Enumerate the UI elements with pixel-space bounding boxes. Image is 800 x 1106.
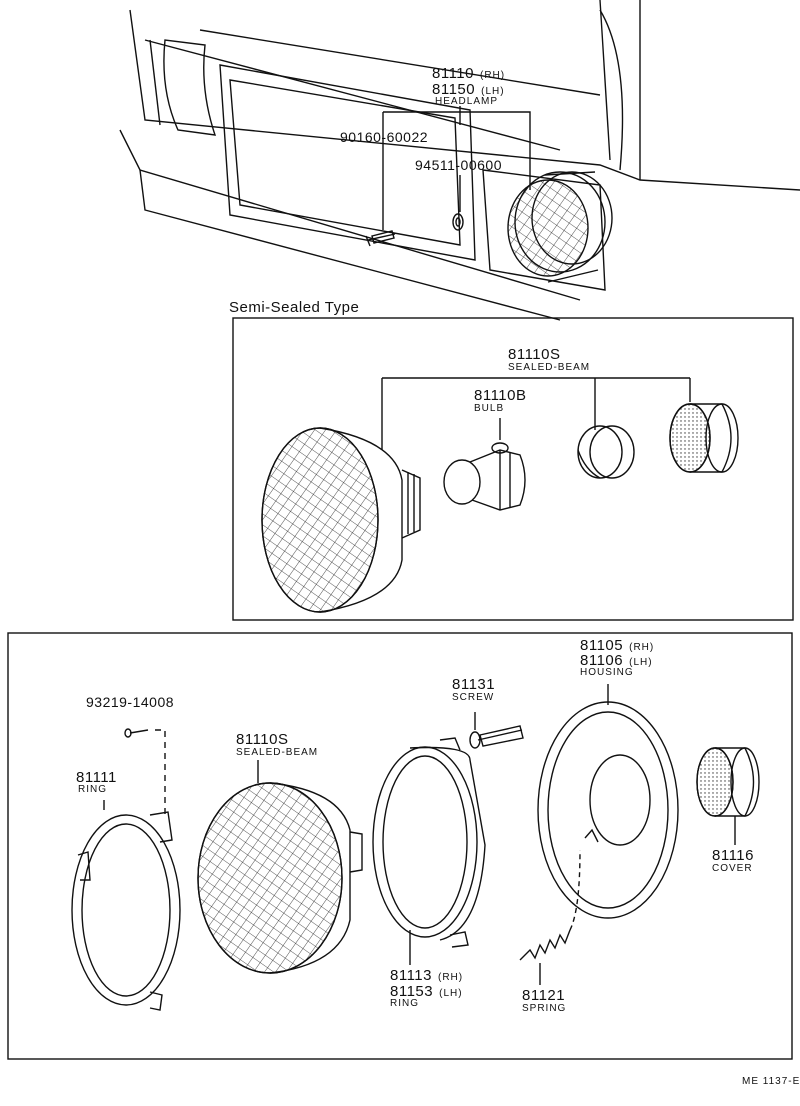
figure-code: ME 1137-E [742, 1076, 800, 1087]
mount-ring-lh-pn: 81153 [390, 983, 434, 1000]
headlamp-assembly [507, 171, 613, 283]
mount-ring-rh-side: (RH) [438, 972, 464, 983]
housing-name: HOUSING [580, 667, 634, 678]
exploded-view-box [7, 632, 793, 1060]
housing-lh-label: 81106 (LH) [580, 653, 653, 669]
nut-94511 [452, 213, 464, 231]
nut-pn: 94511-00600 [415, 157, 502, 173]
headlamp-lh-side: (LH) [481, 86, 505, 97]
headlamp-rh-pn: 81110 [432, 65, 474, 82]
bulb-cap [669, 403, 739, 473]
cover-name: COVER [712, 863, 753, 874]
exploded-sealed-beam-pn: 81110S [236, 731, 289, 748]
housing-lh-side: (LH) [629, 657, 653, 668]
semi-sealed-beam-pn: 81110S [508, 346, 561, 363]
semi-sealed-box [232, 317, 794, 621]
housing-lh-pn: 81106 [580, 652, 624, 669]
semi-sealed-title: Semi-Sealed Type [229, 299, 360, 316]
spring-pn: 81121 [522, 987, 566, 1004]
mount-ring-lh-label: 81153 (LH) [390, 984, 463, 1000]
sealed-beam-81110S [197, 760, 363, 974]
top-leader-lines [382, 106, 531, 230]
housing-rh-side: (RH) [629, 642, 655, 653]
bolt-pn: 90160-60022 [340, 129, 429, 145]
retaining-ring-81111 [71, 800, 181, 1011]
semi-sealed-leaders [381, 377, 691, 450]
headlamp-lh-label: 81150 (LH) [432, 82, 505, 98]
housing-81105 [537, 684, 679, 919]
adjust-screw-81131 [469, 712, 524, 749]
headlamp-lh-pn: 81150 [432, 81, 476, 98]
mounting-ring-81113 [372, 737, 486, 965]
ring-name: RING [78, 784, 107, 795]
spring-name: SPRING [522, 1003, 567, 1014]
screw-pn: 81131 [452, 676, 496, 693]
small-screw-93219 [124, 728, 166, 815]
cover-81116 [696, 747, 760, 845]
housing-rh-pn: 81105 [580, 637, 624, 654]
bolt-90160 [365, 230, 396, 247]
headlamp-rh-label: 81110 (RH) [432, 66, 505, 82]
semi-sealed-beam-name: SEALED-BEAM [508, 362, 591, 373]
bulb-pn: 81110B [474, 387, 527, 404]
housing-rh-label: 81105 (RH) [580, 638, 654, 654]
screw-name: SCREW [452, 692, 495, 703]
headlamp-rh-side: (RH) [480, 70, 506, 81]
ring-pn: 81111 [76, 769, 117, 786]
retaining-ring-semi [577, 425, 635, 479]
sealed-beam-lamp [261, 427, 421, 613]
spring-81121 [519, 849, 581, 985]
mount-ring-rh-pn: 81113 [390, 967, 432, 984]
mount-ring-name: RING [390, 998, 419, 1009]
exploded-sealed-beam-name: SEALED-BEAM [236, 747, 319, 758]
mount-ring-lh-side: (LH) [439, 988, 463, 999]
bulb [443, 442, 526, 511]
small-screw-pn: 93219-14008 [86, 694, 175, 710]
vehicle-front-illustration [119, 0, 800, 321]
bulb-name: BULB [474, 403, 505, 414]
cover-pn: 81116 [712, 847, 754, 864]
headlamp-name: HEADLAMP [435, 96, 499, 107]
mount-ring-rh-label: 81113 (RH) [390, 968, 463, 984]
